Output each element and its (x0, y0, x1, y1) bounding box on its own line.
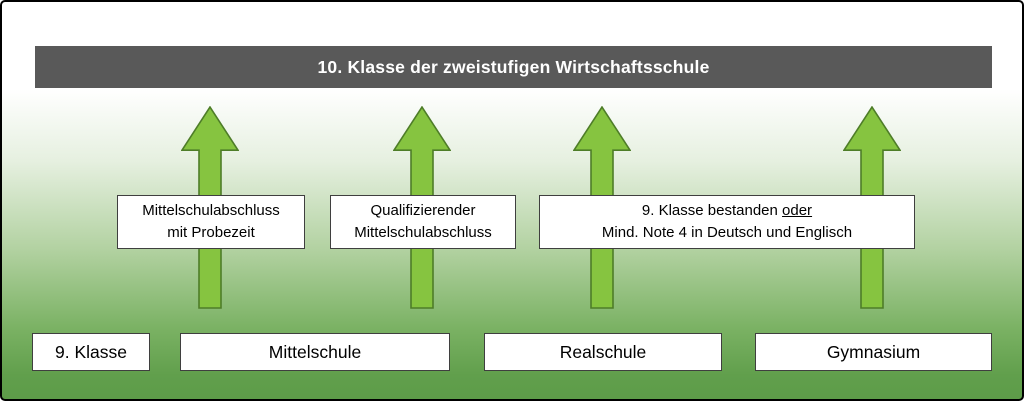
box-realschule-label: Realschule (559, 341, 647, 362)
box-gymnasium-label: Gymnasium (826, 341, 921, 362)
condition-2-line-1: Qualifizierender (370, 202, 476, 220)
diagram-title: 10. Klasse der zweistufigen Wirtschaftss… (317, 56, 710, 77)
condition-box-3: 9. Klasse bestanden oder Mind. Note 4 in… (539, 195, 915, 249)
condition-box-2: Qualifizierender Mittelschulabschluss (330, 195, 516, 249)
box-mittelschule-label: Mittelschule (268, 341, 362, 362)
condition-1-line-1: Mittelschulabschluss (142, 202, 280, 220)
condition-1-line-2: mit Probezeit (167, 224, 255, 241)
box-9-klasse: 9. Klasse (32, 333, 150, 371)
box-realschule: Realschule (484, 333, 722, 371)
condition-3-line-1-underlined: oder (782, 202, 813, 220)
condition-3-line-2: Mind. Note 4 in Deutsch und Englisch (601, 224, 853, 241)
condition-3-line-1: 9. Klasse bestanden oder (642, 200, 812, 222)
box-gymnasium: Gymnasium (755, 333, 992, 371)
header-bar: 10. Klasse der zweistufigen Wirtschaftss… (35, 46, 992, 88)
box-mittelschule: Mittelschule (180, 333, 450, 371)
condition-3-line-1-text: 9. Klasse bestanden (641, 202, 778, 220)
box-9-klasse-label: 9. Klasse (55, 341, 127, 362)
condition-box-1: Mittelschulabschluss mit Probezeit (117, 195, 305, 249)
condition-2-line-2: Mittelschulabschluss (354, 224, 492, 241)
